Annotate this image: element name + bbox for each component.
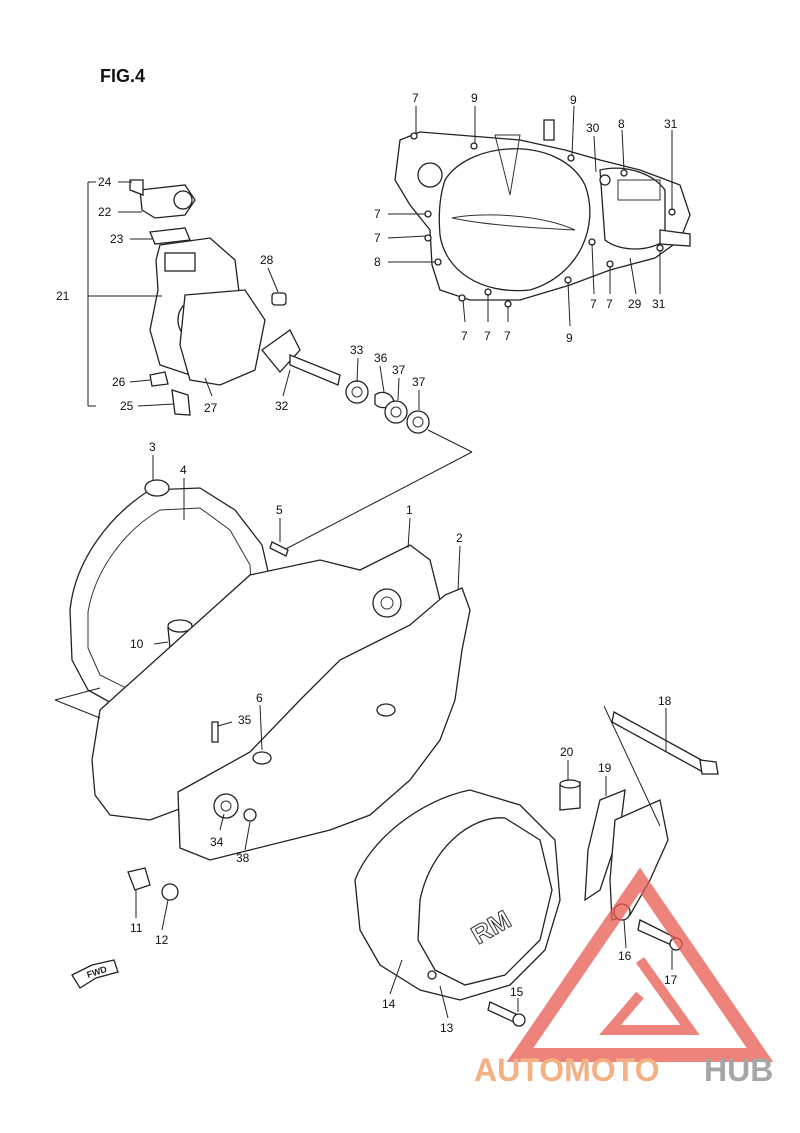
crankcase-illustration: [69, 479, 471, 901]
callout-22: 22: [98, 205, 112, 219]
callout-37: 37: [412, 375, 426, 389]
callout-26: 26: [112, 375, 126, 389]
leader-lines-magneto: [389, 959, 519, 1019]
callout-6: 6: [256, 691, 263, 705]
callout-16: 16: [618, 949, 632, 963]
callout-7: 7: [590, 297, 597, 311]
figure-title: FIG.4: [100, 66, 145, 86]
callout-33: 33: [350, 343, 364, 357]
callout-34: 34: [210, 835, 224, 849]
callout-9: 9: [566, 331, 573, 345]
callout-31: 31: [652, 297, 666, 311]
callout-7: 7: [606, 297, 613, 311]
callout-7: 7: [412, 91, 419, 105]
callout-24: 24: [98, 175, 112, 189]
callout-14: 14: [382, 997, 396, 1011]
callout-7: 7: [374, 231, 381, 245]
watermark: AUTOMOTO HUB: [474, 867, 774, 1088]
callout-19: 19: [598, 761, 612, 775]
callout-1: 1: [406, 503, 413, 517]
leader-lines-chain-guide: [567, 705, 673, 970]
callout-11: 11: [130, 921, 143, 935]
callout-5: 5: [276, 503, 283, 517]
callout-4: 4: [180, 463, 187, 477]
callout-15: 15: [510, 985, 524, 999]
callout-28: 28: [260, 253, 274, 267]
callout-37: 37: [392, 363, 406, 377]
water-pump-illustration: [129, 179, 430, 434]
fwd-arrow-icon: FWD: [71, 959, 119, 989]
callout-27: 27: [204, 401, 218, 415]
callout-10: 10: [130, 637, 144, 651]
callout-23: 23: [110, 232, 124, 246]
callout-7: 7: [374, 207, 381, 221]
callout-36: 36: [374, 351, 388, 365]
callout-35: 35: [238, 713, 252, 727]
callout-labels: 7 9 9 30 8 31 7 7 8 7 7 7 9 7 7 29 31 24…: [56, 91, 678, 1035]
watermark-text-part2: HUB: [704, 1052, 773, 1088]
leader-lines-crankcase: [54, 455, 461, 931]
callout-18: 18: [658, 694, 672, 708]
chain-guide-illustration: [559, 711, 719, 951]
callout-3: 3: [149, 440, 156, 454]
clutch-cover-illustration: [394, 119, 691, 308]
callout-9: 9: [570, 93, 577, 107]
leader-lines-water-pump: [87, 181, 473, 553]
watermark-logo-icon: [506, 867, 774, 1062]
callout-8: 8: [618, 117, 625, 131]
callout-30: 30: [586, 121, 600, 135]
callout-8: 8: [374, 255, 381, 269]
callout-29: 29: [628, 297, 642, 311]
leader-lines-clutch-cover: [387, 105, 673, 327]
callout-38: 38: [236, 851, 250, 865]
callout-17: 17: [664, 973, 678, 987]
callout-9: 9: [471, 91, 478, 105]
callout-2: 2: [456, 531, 463, 545]
callout-25: 25: [120, 399, 134, 413]
callout-7: 7: [484, 329, 491, 343]
callout-13: 13: [440, 1021, 454, 1035]
callout-21: 21: [56, 289, 70, 303]
callout-20: 20: [560, 745, 574, 759]
callout-7: 7: [461, 329, 468, 343]
callout-32: 32: [275, 399, 289, 413]
magneto-cover-illustration: RM: [354, 789, 561, 1027]
callout-12: 12: [155, 933, 169, 947]
watermark-text-part1: AUTOMOTO: [474, 1052, 659, 1088]
callout-7: 7: [504, 329, 511, 343]
callout-31: 31: [664, 117, 678, 131]
